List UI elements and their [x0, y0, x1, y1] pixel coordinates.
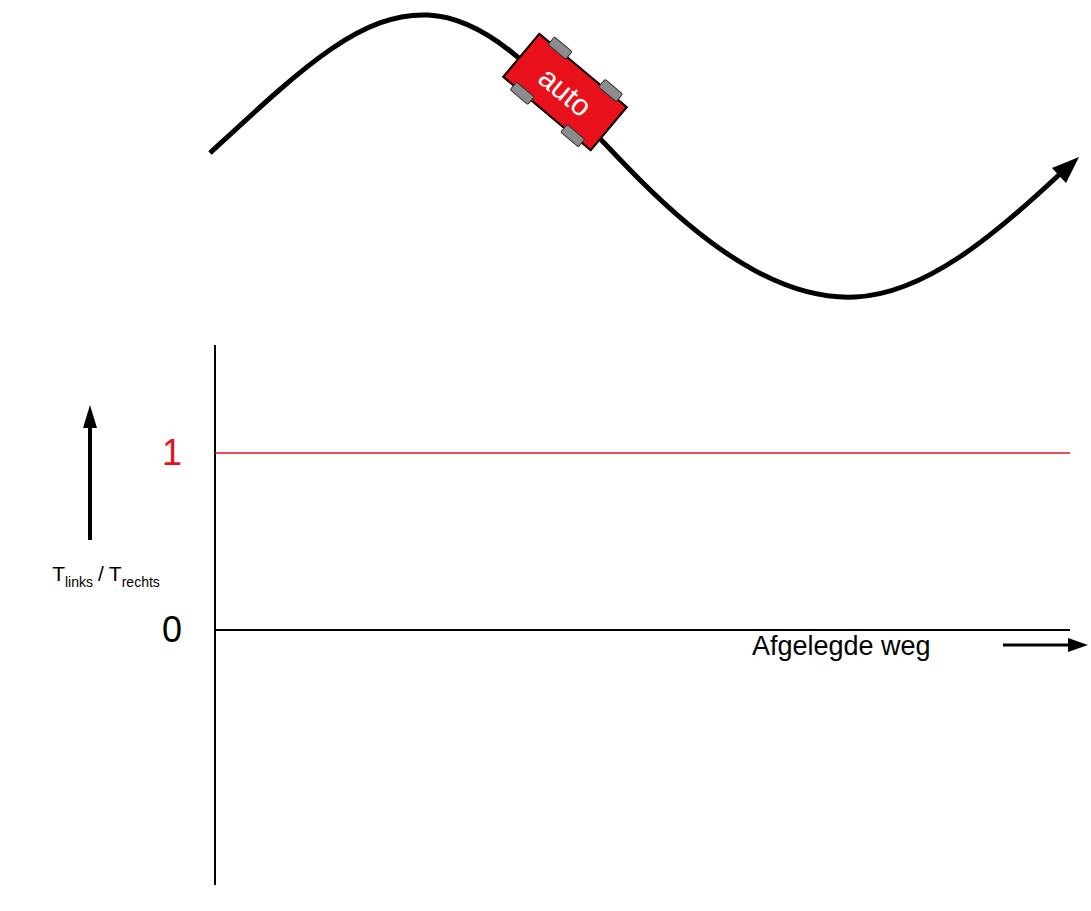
road: [210, 15, 1062, 297]
axis-value: 1: [162, 435, 182, 471]
axis-title-part: T: [109, 562, 122, 585]
axis-value: 0: [162, 612, 182, 648]
axis-title: Afgelegde weg: [752, 633, 931, 660]
y-arrowhead: [83, 405, 97, 428]
road-arrowhead: [1052, 157, 1079, 183]
x-arrowhead: [1068, 638, 1088, 652]
axis-title-part: /: [98, 562, 104, 585]
axis-title-part: links: [65, 574, 93, 590]
axis-title-part: rechts: [122, 574, 160, 590]
car-body: auto: [502, 33, 628, 152]
x-direction-arrow: [1003, 644, 1072, 647]
car-label: auto: [533, 62, 597, 123]
car-wheel: [560, 124, 585, 148]
car-wheel: [509, 81, 534, 105]
x-axis: [215, 629, 1070, 631]
axis-title: Tlinks/Trechts: [52, 563, 160, 589]
car-wheel: [547, 36, 572, 60]
y-direction-arrow: [88, 425, 92, 540]
reference-line: [215, 452, 1070, 454]
y-axis: [214, 345, 216, 885]
axis-title-part: T: [52, 562, 65, 585]
car-wheel: [598, 79, 623, 103]
